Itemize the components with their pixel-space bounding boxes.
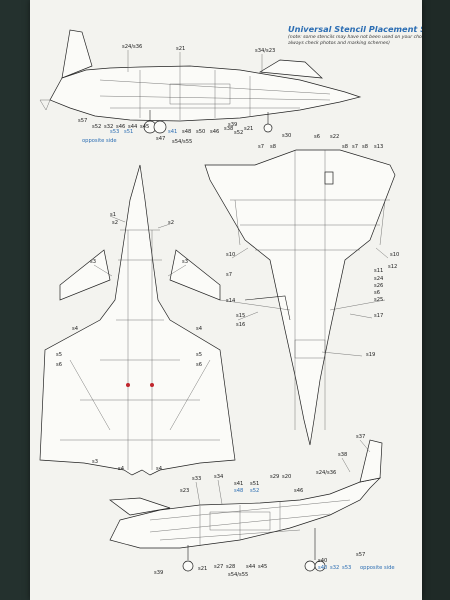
stencil-label: s34/s23 [255, 48, 275, 54]
background-right-edge [422, 0, 450, 600]
front-view [204, 149, 396, 446]
stencil-label: s4 [118, 466, 125, 472]
stencil-label: s37 [356, 434, 365, 440]
stencil-label: s39 [228, 122, 237, 128]
stencil-label: s50 [196, 129, 205, 135]
stencil-label: s22 [330, 134, 339, 140]
stencil-label: s51 [124, 129, 133, 135]
side-profile-top [39, 29, 362, 134]
stencil-label: s29 [270, 474, 279, 480]
stencil-label: s32 [330, 565, 339, 571]
sheet-note: (note: some stencils may have not been u… [288, 35, 422, 46]
stencil-label: s2 [112, 220, 118, 226]
stencil-labels-front: s7 s8 s8 s7 s8 s13 s10 s10 s11 s12 s24 s… [226, 144, 399, 358]
stencil-labels-bottom: s37 s38 s24/s36 s33 s23 s34 s41 s51 s29 … [154, 434, 395, 578]
stencil-label: s47 [156, 136, 165, 142]
stencil-label: s40 [318, 558, 327, 564]
stencil-label: s25 [374, 297, 383, 303]
stencil-label: s1 [110, 212, 116, 218]
stencil-label: s46 [116, 124, 125, 130]
stencil-label: s34 [214, 474, 224, 480]
stencil-label: s45 [258, 564, 267, 570]
stencil-label: s38 [338, 452, 347, 458]
stencil-label: s8 [342, 144, 348, 150]
stencil-labels-top: s24/s36 s21 s34/s23 s57 s52 s32 s46 s44 … [78, 44, 339, 145]
stencil-label: s6 [196, 362, 202, 368]
stencil-label: s46 [210, 129, 219, 135]
stencil-label: s24 [374, 276, 384, 282]
stencil-label: s41 [234, 481, 243, 487]
stencil-label: s26 [374, 283, 383, 289]
stencil-label: s7 [226, 272, 232, 278]
planform-view [39, 164, 236, 476]
stencil-label: s41 [168, 129, 177, 135]
stencil-label: s13 [374, 144, 383, 150]
stencil-label: s15 [236, 313, 245, 319]
stencil-label: s53 [342, 565, 351, 571]
stencil-label: s10 [226, 252, 235, 258]
stencil-label: s12 [388, 264, 397, 270]
stencil-label: s8 [270, 144, 276, 150]
stencil-label: s28 [226, 564, 235, 570]
side-profile-bottom [109, 439, 383, 572]
stencil-label: s6 [314, 134, 320, 140]
stencil-label: s48 [182, 129, 191, 135]
stencil-label: s57 [78, 118, 87, 124]
stencil-label: s14 [226, 298, 236, 304]
stencil-label: s16 [236, 322, 245, 328]
stencil-label: s53 [110, 129, 119, 135]
stencil-label: s45 [140, 124, 149, 130]
opposite-side-label: opposite side [360, 565, 395, 571]
stencil-label: s21 [198, 566, 207, 572]
stencil-label: s44 [246, 564, 256, 570]
stencil-label: s20 [282, 474, 291, 480]
stencil-label: s48 [234, 488, 243, 494]
stencil-label: s21 [244, 126, 253, 132]
stencil-label: s4 [196, 326, 203, 332]
stencil-label: s52 [250, 488, 259, 494]
stencil-label: s5 [56, 352, 62, 358]
stencil-label: s19 [366, 352, 375, 358]
opposite-side-label: opposite side [82, 138, 117, 144]
stencil-label: s23 [180, 488, 189, 494]
stencil-label: s7 [258, 144, 264, 150]
stencil-label: s24/s36 [122, 44, 142, 50]
stencil-label: s17 [374, 313, 383, 319]
stencil-label: s11 [374, 268, 383, 274]
stencil-label: s21 [176, 46, 185, 52]
stencil-label: s3 [182, 259, 188, 265]
stencil-label: s57 [356, 552, 365, 558]
stencil-label: s2 [168, 220, 174, 226]
stencil-label: s32 [104, 124, 113, 130]
sheet-title: Universal Stencil Placement Scheme [288, 24, 422, 34]
stencil-label: s46 [294, 488, 303, 494]
stencil-label: s38 [224, 126, 233, 132]
stencil-label: s44 [128, 124, 138, 130]
stencil-label: s39 [154, 570, 163, 576]
stencil-label: s8 [362, 144, 368, 150]
stencil-label: s54/s55 [172, 139, 192, 145]
stencil-label: s3 [90, 259, 96, 265]
stencil-label: s52 [92, 124, 101, 130]
stencil-label: s4 [156, 466, 163, 472]
stencil-label: s10 [390, 252, 399, 258]
stencil-label: s6 [56, 362, 62, 368]
stencil-label: s52 [234, 130, 243, 136]
stencil-label: s3 [92, 459, 98, 465]
stencil-label: s6 [374, 290, 380, 296]
stencil-label: s30 [282, 133, 291, 139]
stencil-label: s51 [250, 481, 259, 487]
stencil-label: s5 [196, 352, 202, 358]
stencil-label: s24/s36 [316, 470, 336, 476]
background-left-edge [0, 0, 30, 600]
stencil-label: s7 [352, 144, 358, 150]
stencil-label: s27 [214, 564, 223, 570]
stencil-label: s33 [192, 476, 201, 482]
stencil-label: s4 [72, 326, 79, 332]
stencil-labels-planform: s1 s2 s3 s4 s4 s5 s5 s6 s6 s3 s3 s4 s4 s… [56, 212, 203, 472]
leader-lines [93, 50, 389, 506]
stencil-label: s54/s55 [228, 572, 248, 578]
stencil-label: s40 [318, 565, 327, 571]
